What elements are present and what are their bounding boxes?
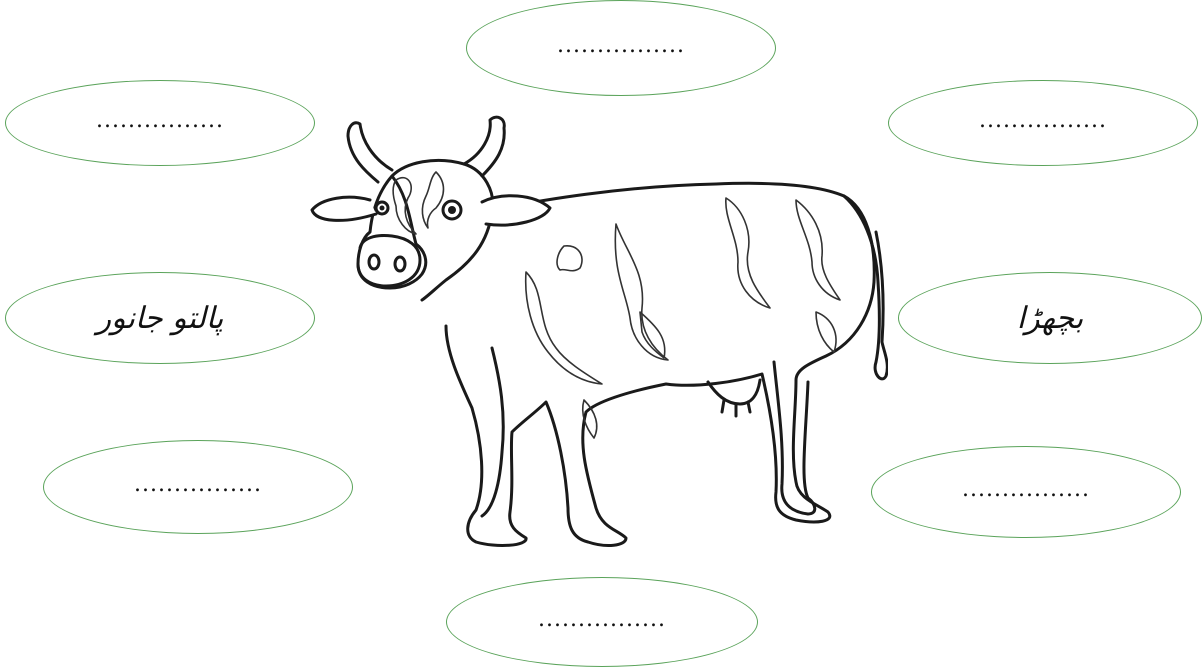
cow-illustration [296, 112, 888, 556]
oval-middle-right[interactable]: بچھڑا [898, 272, 1202, 364]
cow-spot-side [615, 224, 668, 360]
label-pet-animal: پالتو جانور [97, 301, 224, 336]
oval-bottom-center[interactable]: ................ [446, 577, 758, 667]
cow-spot-hip [816, 312, 836, 352]
cow-spot-forehead [422, 172, 443, 228]
oval-top-left[interactable]: ................ [5, 80, 315, 166]
cow-spot-flank [726, 198, 770, 308]
blank-answer-top-center: ................ [557, 33, 685, 58]
cow-body-outline [446, 183, 874, 545]
cow-pupil-left [380, 206, 385, 211]
blank-answer-lower-left: ................ [134, 472, 262, 497]
blank-answer-lower-right: ................ [962, 477, 1090, 502]
blank-answer-top-left: ................ [96, 108, 224, 133]
oval-top-right[interactable]: ................ [888, 80, 1198, 166]
oval-lower-right[interactable]: ................ [871, 446, 1181, 538]
label-calf: بچھڑا [1017, 301, 1083, 336]
cow-ear-left [312, 197, 376, 220]
oval-top-center[interactable]: ................ [466, 0, 776, 96]
blank-answer-bottom-center: ................ [538, 607, 666, 632]
cow-spot-rump [796, 200, 840, 300]
oval-middle-left[interactable]: پالتو جانور [5, 272, 315, 364]
cow-spot-shoulder [557, 246, 582, 271]
cow-tail [844, 196, 887, 379]
cow-spot-chest [526, 272, 602, 384]
blank-answer-top-right: ................ [979, 108, 1107, 133]
cow-horn-left [348, 123, 392, 182]
cow-front-leg-near [482, 348, 503, 516]
cow-spot-belly [640, 312, 665, 358]
cow-ear-right [482, 196, 550, 225]
cow-pupil-right [448, 206, 456, 214]
